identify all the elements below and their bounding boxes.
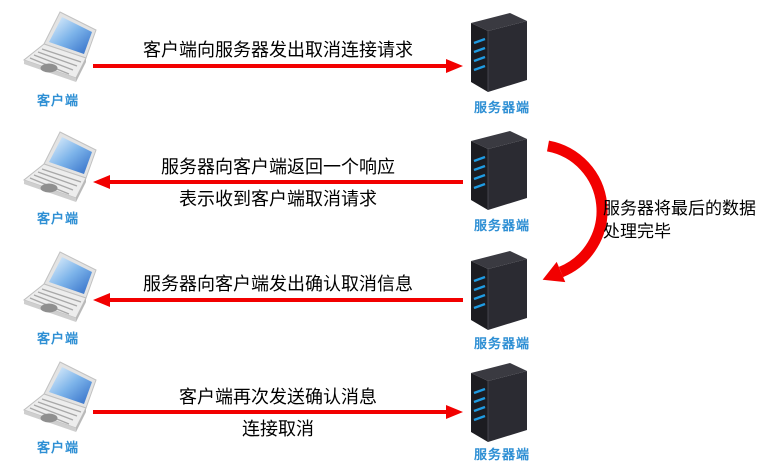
client-label: 客户端 [36, 93, 79, 108]
client-label: 客户端 [36, 331, 79, 346]
step-1-arrow-right-icon [93, 59, 463, 73]
server-label: 服务器端 [473, 218, 530, 233]
step-4-text-line1: 客户端再次发送确认消息 [179, 387, 377, 407]
step-4-text-line2: 连接取消 [242, 419, 314, 439]
processing-note-line1: 服务器将最后的数据 [603, 199, 756, 218]
processing-curved-arrow-icon [542, 140, 608, 283]
server-tower-icon [469, 249, 529, 332]
step-1-text: 客户端向服务器发出取消连接请求 [143, 40, 413, 60]
processing-note-line2: 处理完毕 [603, 222, 671, 241]
step-2-text-line1: 服务器向客户端返回一个响应 [161, 157, 395, 177]
server-label: 服务器端 [473, 447, 530, 462]
step-3-text: 服务器向客户端发出确认取消信息 [143, 274, 413, 294]
processing-note: 服务器将最后的数据 处理完毕 [603, 197, 771, 243]
server-label: 服务器端 [473, 336, 530, 351]
server-tower-icon [469, 361, 529, 444]
client-laptop-icon [23, 131, 97, 203]
step-2-text-line2: 表示收到客户端取消请求 [179, 189, 377, 209]
client-laptop-icon [23, 361, 97, 433]
client-laptop-icon [23, 251, 97, 323]
client-label: 客户端 [36, 211, 79, 226]
server-label: 服务器端 [473, 100, 530, 115]
client-label: 客户端 [36, 440, 79, 455]
server-tower-icon [469, 11, 529, 94]
step-3-arrow-left-icon [93, 293, 463, 307]
server-tower-icon [469, 129, 529, 212]
client-laptop-icon [23, 11, 97, 83]
